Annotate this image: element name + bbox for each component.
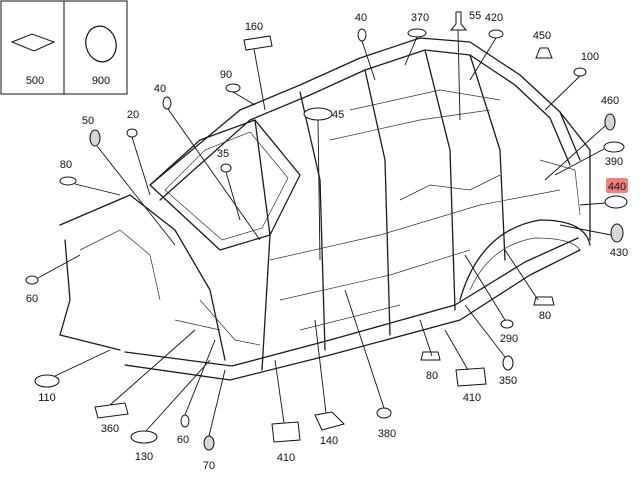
callout-350: 350: [499, 375, 517, 387]
grommet-430-icon: [610, 223, 624, 243]
callout-460: 460: [601, 95, 619, 107]
plug-60-bottom-icon: [180, 414, 190, 428]
plug-420-icon: [488, 29, 504, 39]
callout-370: 370: [411, 12, 429, 24]
callout-160: 160: [245, 21, 263, 33]
patch-500-icon: [10, 33, 56, 52]
highlight-440: [606, 178, 628, 193]
callout-140: 140: [320, 435, 338, 447]
callout-20: 20: [127, 109, 139, 121]
plug-390-icon: [603, 141, 625, 153]
callout-100: 100: [581, 51, 599, 63]
callout-50: 50: [82, 115, 94, 127]
callout-410-right: 410: [463, 392, 481, 404]
plug-40-top-icon: [357, 28, 367, 42]
callout-360: 360: [101, 423, 119, 435]
ring-900-icon: [85, 25, 117, 63]
plug-100-icon: [573, 67, 587, 77]
callout-60-bottom: 60: [177, 434, 189, 446]
leader-lines: [37, 29, 612, 437]
clip-80-right-icon: [533, 296, 555, 306]
callout-labels: 160 40 370 55 420 450 100 90 45 40 50 20…: [26, 10, 628, 472]
callout-290: 290: [500, 333, 518, 345]
plug-350-icon: [502, 355, 514, 371]
plug-370-icon: [407, 28, 427, 38]
plug-40-left-icon: [162, 96, 172, 110]
callout-390: 390: [605, 156, 623, 168]
callout-430: 430: [610, 247, 628, 259]
pad-140-icon: [314, 411, 345, 431]
legend-label-900: 900: [92, 75, 110, 87]
clip-55-icon: [449, 11, 468, 31]
callout-40-top: 40: [355, 12, 367, 24]
callout-80-right: 80: [539, 310, 551, 322]
plug-20-icon: [126, 128, 138, 138]
pad-360-icon: [94, 402, 129, 419]
car-body-outline: [59, 37, 591, 381]
callout-110: 110: [38, 392, 56, 404]
clip-450-icon: [535, 47, 553, 59]
grommet-460-icon: [604, 113, 616, 131]
parts: [25, 11, 628, 451]
pad-45-icon: [303, 107, 333, 121]
legend-box: 500 900: [0, 0, 128, 95]
pad-410-right-icon: [455, 367, 487, 387]
callout-70: 70: [203, 460, 215, 472]
plug-440-icon: [604, 195, 628, 209]
plug-380-icon: [376, 407, 392, 419]
callout-420: 420: [485, 12, 503, 24]
pad-130-icon: [130, 430, 158, 444]
callout-440: 440: [608, 181, 626, 193]
plug-290-icon: [500, 319, 514, 329]
clip-80-bottom-icon: [420, 351, 441, 361]
plug-60-left-icon: [25, 275, 39, 285]
callout-45: 45: [332, 109, 344, 121]
callout-450: 450: [533, 30, 551, 42]
callout-130: 130: [135, 451, 153, 463]
plug-160-icon: [243, 35, 273, 51]
callout-380: 380: [378, 428, 396, 440]
plug-80-left-icon: [59, 176, 77, 186]
grommet-70-icon: [203, 435, 215, 451]
legend-label-500: 500: [26, 75, 44, 87]
callout-35: 35: [217, 148, 229, 160]
plug-35-icon: [220, 163, 232, 173]
plug-90-icon: [225, 83, 241, 93]
grommet-50-icon: [89, 129, 101, 147]
pad-110-icon: [34, 374, 60, 388]
callout-55: 55: [469, 10, 481, 22]
callout-90: 90: [220, 69, 232, 81]
callout-80-left: 80: [60, 159, 72, 171]
callout-410-bottom: 410: [277, 452, 295, 464]
callout-80-bottom: 80: [426, 370, 438, 382]
callout-40-left: 40: [154, 83, 166, 95]
callout-60-left: 60: [26, 293, 38, 305]
pad-410-bottom-icon: [271, 421, 301, 443]
